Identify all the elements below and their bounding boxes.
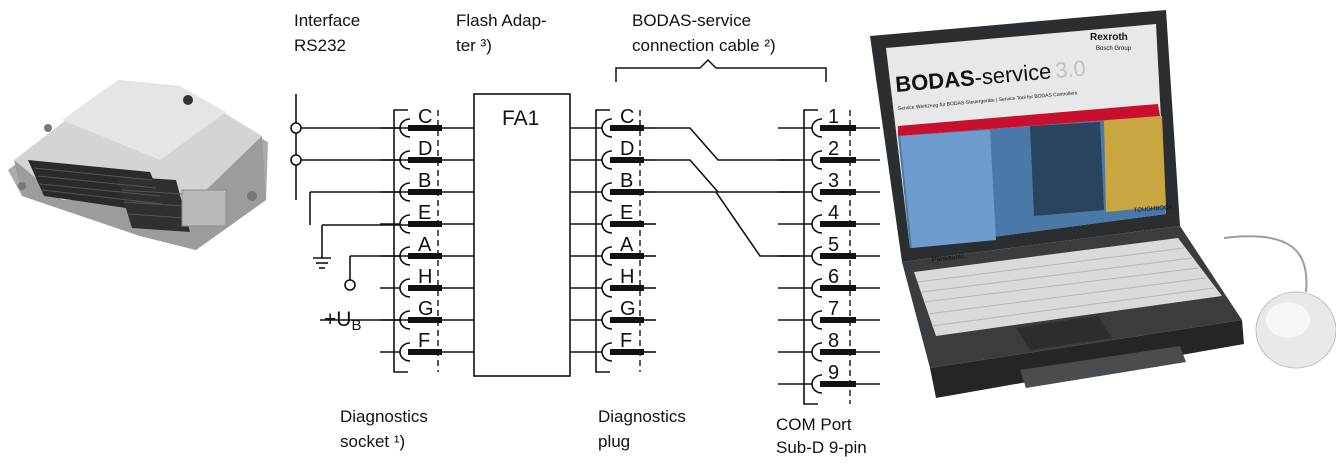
com-port-connector: 1 2 3 4 5 6 7 8 9 [778,106,880,405]
cable-brace [615,58,827,82]
com-pin-contact [820,189,856,195]
com-pin-label: 6 [828,266,839,288]
com-pin-label: 2 [828,138,839,160]
plug-pin-contact [610,221,644,227]
flash-adapter-box-label: FA1 [502,107,539,130]
screen-photo-left [900,130,996,248]
bodas-service-title: BODAS-service3.0 [894,55,1087,97]
cable-wire [656,127,800,161]
supply-terminal [344,279,356,291]
plug-pin-label: C [620,106,634,128]
socket-pin-label: C [418,106,432,128]
plug-pin-label: F [620,330,632,352]
com-pin-contact [820,221,856,227]
plug-pin-contact [610,285,644,291]
plug-pin-label: H [620,266,634,288]
socket-pin-label: H [418,266,432,288]
socket-pin-contact [408,189,442,195]
socket-pin-label: B [418,170,431,192]
com-pin-label: 4 [828,202,839,224]
plug-pin-contact [610,317,644,323]
flash-adapter-box [473,93,571,377]
diagnostics-socket-sublabel: socket ¹) [340,432,405,451]
plug-pin-label: A [620,234,634,256]
com-pin-contact [820,285,856,291]
com-pin-label: 9 [828,362,839,384]
com-pin-label: 3 [828,170,839,192]
toughbook-text: TOUGHBOOK [1134,205,1173,214]
com-pin-contact [820,317,856,323]
rs232-terminal-2 [290,154,302,166]
plug-pin-label: G [620,298,636,320]
plug-pin-label: D [620,138,634,160]
socket-pin-label: A [418,234,432,256]
cable-wire [656,159,800,193]
panasonic-text: Panasonic [931,253,965,264]
interface-label: Interface [294,11,360,30]
plug-pin-contact [610,125,644,131]
plug-pin-contact [610,189,644,195]
plug-pin-label: B [620,170,633,192]
diagnostics-socket-label: Diagnostics [340,407,428,426]
plug-pin-contact [610,253,644,259]
flash-adapter-label: Flash Adap- [456,11,547,30]
diagnostics-plug-label: Diagnostics [598,407,686,426]
socket-pin-label: E [418,202,431,224]
rs232-terminal-1 [290,122,302,134]
keyboard-key-rows [917,247,1215,327]
rs232-wiring [295,94,410,280]
socket-bracket [393,109,408,373]
com-port-label: COM Port [776,415,852,434]
mouse-cable [1223,235,1308,293]
plug-pin-contact [610,157,644,163]
socket-pin-label: G [418,298,434,320]
flash-adapter: FA1 [473,93,571,377]
com-pin-contact [820,349,856,355]
com-bracket [803,109,818,405]
laptop-keyboard [914,238,1222,336]
plug-bracket [595,109,610,373]
com-pin-label: 8 [828,330,839,352]
socket-pin-contact [408,157,442,163]
mouse-highlight [1266,302,1310,338]
com-pin-label: 7 [828,298,839,320]
flash-adapter-sublabel: ter ³) [456,36,492,55]
socket-pin-label: F [418,330,430,352]
laptop-handle [1020,346,1186,388]
socket-pin-label: D [418,138,432,160]
cable-sublabel: connection cable ²) [632,36,776,55]
rexroth-logo-text: Rexroth [1090,32,1128,43]
touchpad [1016,316,1112,350]
com-port-sublabel: Sub-D 9-pin [776,438,867,457]
laptop-image: Rexroth Bosch Group BODAS-service3.0 Ser… [870,10,1336,398]
socket-pin-contact [408,349,442,355]
com-pin-contact [820,157,856,163]
interface-sublabel: RS232 [294,36,346,55]
plug-pin-contact [610,349,644,355]
laptop-front-edge [930,320,1244,398]
ecu-control-unit-image [8,80,268,250]
com-pin-contact [820,381,856,387]
screen-photo-right [1104,116,1166,212]
socket-pin-contact [408,125,442,131]
cable-label: BODAS-service [632,11,751,30]
com-pin-label: 1 [828,106,839,128]
socket-pin-contact [408,317,442,323]
diagnostics-plug-sublabel: plug [598,432,630,451]
socket-pin-contact [408,253,442,259]
com-pin-contact [820,253,856,259]
screen-red-bar [898,104,1160,136]
supply-label: +UB [324,308,361,334]
bosch-group-text: Bosch Group [1096,46,1132,52]
com-pin-contact [820,125,856,131]
com-pin-label: 5 [828,234,839,256]
socket-pin-contact [408,221,442,227]
screen-photo-mid [1030,122,1104,216]
socket-pin-contact [408,285,442,291]
plug-pin-label: E [620,202,633,224]
